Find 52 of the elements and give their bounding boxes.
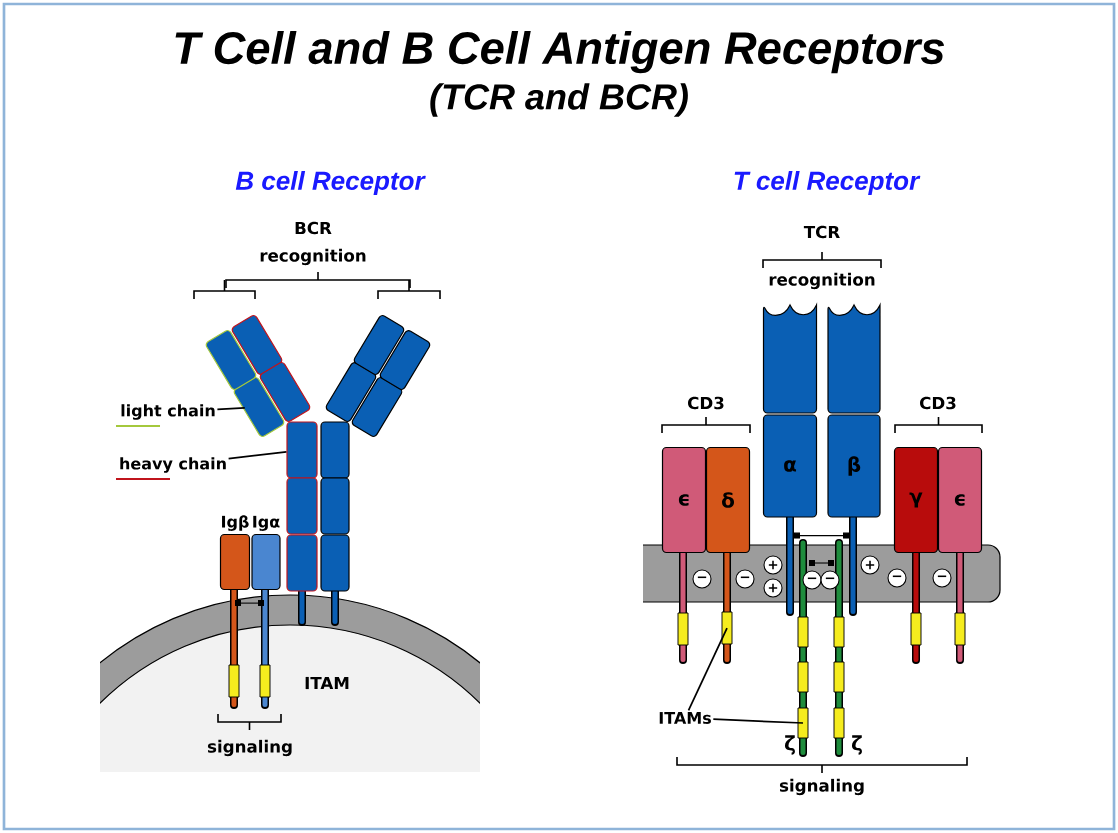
label: CD3 bbox=[688, 396, 724, 410]
panel-heading: B cell Receptor bbox=[235, 170, 426, 196]
label: recognition bbox=[769, 272, 875, 290]
label: BCR bbox=[295, 221, 332, 235]
node-label: Igβ bbox=[222, 515, 249, 531]
antibody-domain bbox=[286, 421, 318, 479]
antibody-domain bbox=[259, 362, 311, 422]
subtitle: (TCR and BCR) bbox=[430, 83, 688, 117]
leader-line bbox=[712, 718, 804, 724]
protein-domain: γ bbox=[893, 446, 939, 554]
antibody-domain bbox=[351, 377, 403, 437]
label: recognition bbox=[260, 248, 366, 266]
callout-text: light chain bbox=[116, 404, 215, 428]
title: T Cell and B Cell Antigen Receptors bbox=[175, 30, 945, 74]
antibody-domain bbox=[286, 477, 318, 535]
callout-text: ITAMs bbox=[659, 712, 711, 724]
leader-line bbox=[687, 627, 728, 712]
antibody-domain bbox=[233, 377, 285, 437]
node-label: Igα bbox=[253, 515, 280, 531]
panel-heading: T cell Receptor bbox=[734, 170, 921, 196]
label: CD3 bbox=[920, 396, 956, 410]
antibody-domain bbox=[320, 421, 350, 479]
antibody-domain bbox=[231, 315, 283, 375]
label: ITAM bbox=[305, 676, 349, 690]
leader-line bbox=[227, 450, 288, 460]
protein-domain: β bbox=[827, 414, 881, 518]
callout-text: heavy chain bbox=[116, 457, 226, 481]
disulfide-bond bbox=[794, 532, 849, 539]
receptor-domain bbox=[827, 304, 881, 414]
disulfide-bond bbox=[235, 600, 264, 607]
protein-domain: α bbox=[762, 414, 818, 518]
protein-domain: ϵ bbox=[661, 446, 707, 554]
chain-label: ζ bbox=[852, 735, 862, 755]
antibody-domain bbox=[286, 534, 318, 592]
itam-segment bbox=[721, 611, 733, 645]
antibody-domain bbox=[320, 534, 350, 592]
protein-domain: ϵ bbox=[937, 446, 983, 554]
antibody-domain bbox=[353, 315, 405, 375]
antibody-domain bbox=[325, 362, 377, 422]
leader-line bbox=[216, 406, 246, 411]
itam-segment bbox=[797, 707, 809, 739]
antibody-domain bbox=[205, 330, 257, 390]
antibody-domain bbox=[320, 477, 350, 535]
protein-domain: δ bbox=[705, 446, 751, 554]
label: signaling bbox=[207, 739, 292, 757]
label: signaling bbox=[779, 778, 864, 796]
label: TCR bbox=[803, 225, 840, 239]
protein-domain: Igβ bbox=[219, 515, 251, 591]
protein-domain: Igα bbox=[251, 515, 281, 591]
chain-label: ζ bbox=[785, 735, 795, 755]
receptor-domain bbox=[762, 304, 818, 414]
antibody-domain bbox=[379, 330, 431, 390]
